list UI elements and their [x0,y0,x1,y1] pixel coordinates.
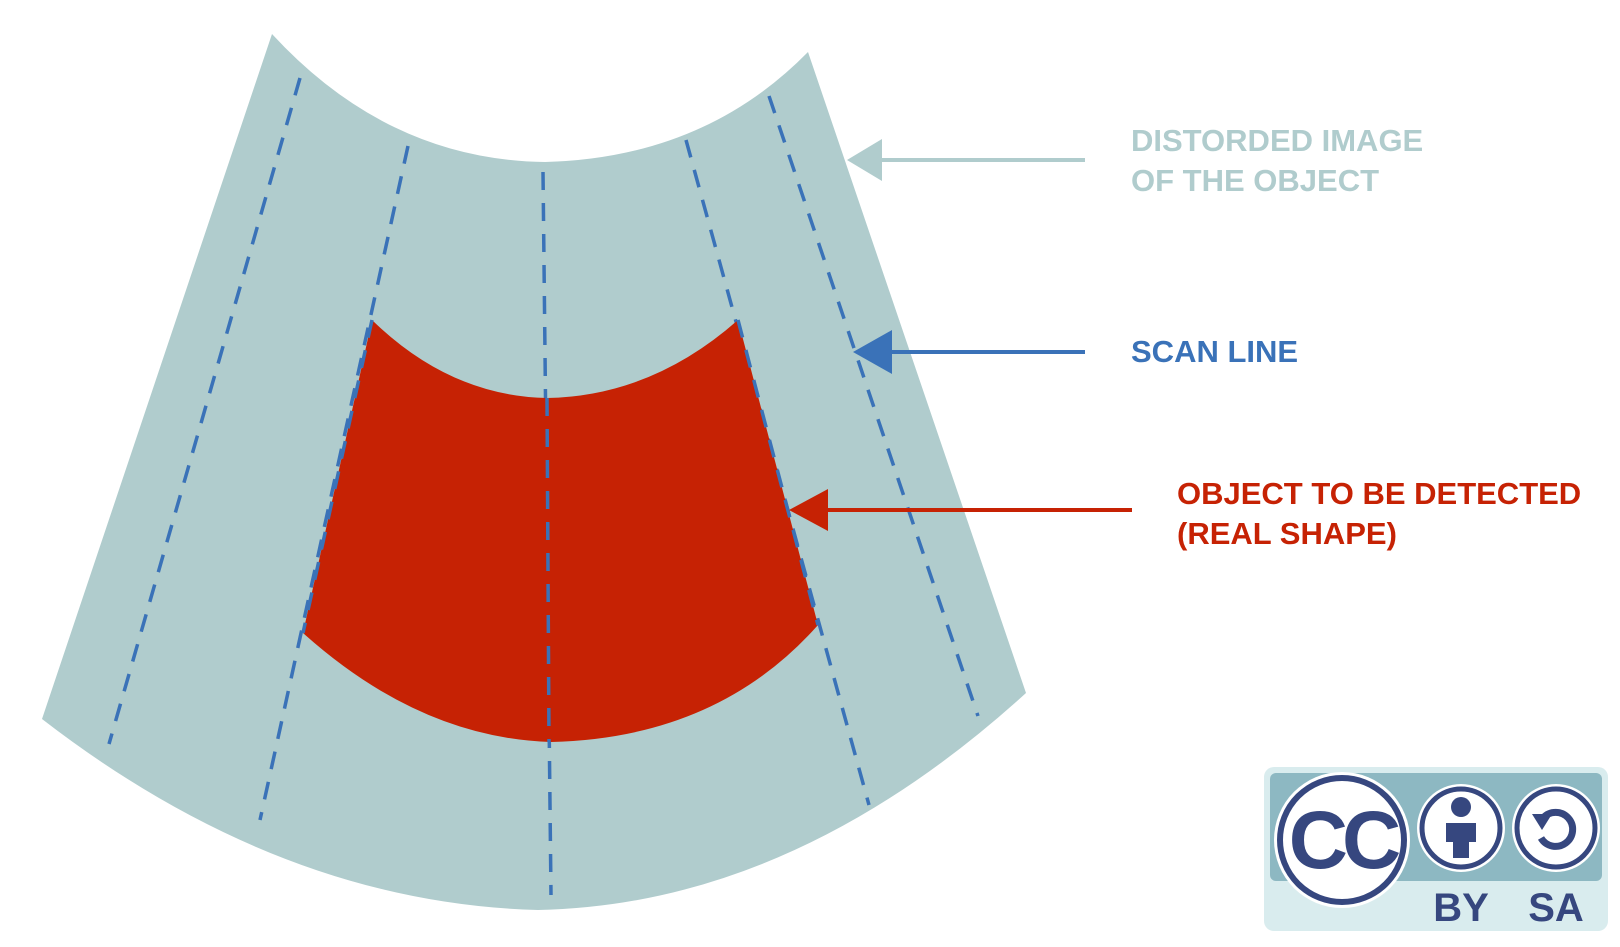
cc-logo-icon: CC [1274,772,1410,908]
object-real-shape [303,320,818,742]
person-icon [1417,784,1505,872]
scan-line-4-over-object [736,319,820,626]
scan-line-label: SCAN LINE [1131,334,1298,369]
cc-logo-text: CC [1289,795,1399,886]
scan-line-1 [107,77,302,745]
share-alike-icon [1512,784,1600,872]
object-label-line1: OBJECT TO BE DETECTED [1177,476,1581,511]
object-label-line2: (REAL SHAPE) [1177,516,1397,551]
cc-by-sa-badge: CC BY SA [1264,767,1608,931]
distorted-image-label-line2: OF THE OBJECT [1131,163,1379,198]
badge-sa-text: SA [1528,886,1584,930]
distorted-image-arrow [847,139,1085,181]
distorted-image-label-line1: DISTORDED IMAGE [1131,123,1423,158]
scan-line-3 [541,171,553,896]
scan-line-5 [767,95,980,717]
scan-line-3-over-object [545,397,551,743]
scan-line-2 [258,145,410,821]
object-arrow [789,489,1132,531]
badge-by-text: BY [1433,886,1489,930]
scan-line-2-over-object [301,319,374,634]
scan-line-arrow [853,330,1085,374]
